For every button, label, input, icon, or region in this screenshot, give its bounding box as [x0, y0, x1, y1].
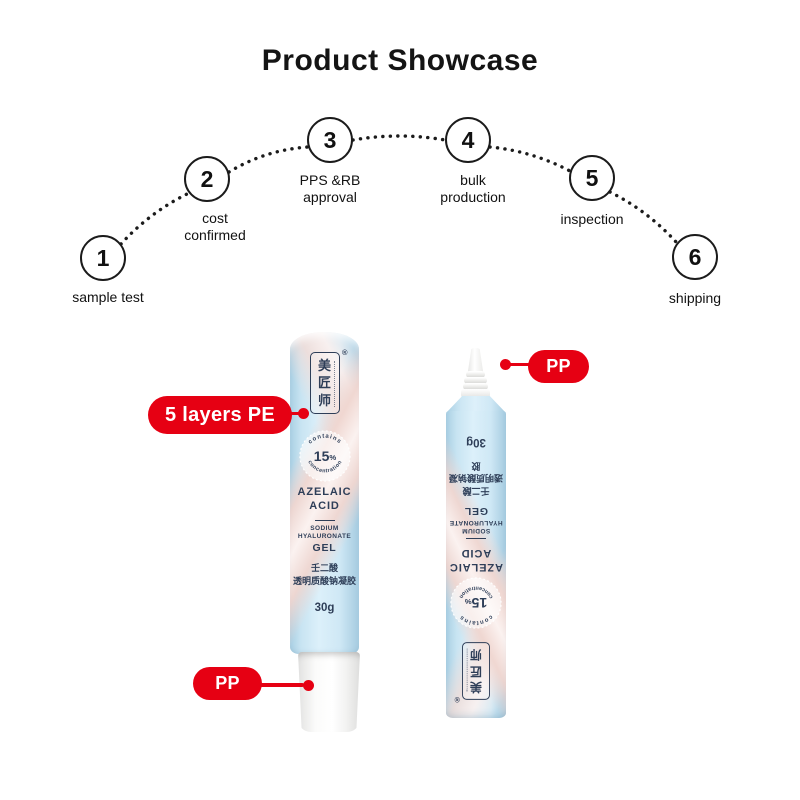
- tube-cap: [298, 652, 360, 732]
- net-weight: 30g: [314, 601, 335, 614]
- label-divider: [314, 519, 335, 522]
- flow-step-circle-6: 6: [672, 234, 718, 280]
- tube-front-artwork: ® 美 匠 师 contains concentration: [290, 332, 359, 654]
- step-number: 2: [200, 165, 214, 192]
- svg-text:15%: 15%: [313, 448, 336, 464]
- product-subtitle: SODIUM HYALURONATE GEL: [297, 525, 352, 555]
- callout-line: [288, 411, 302, 416]
- product-name: AZELAIC ACID: [297, 486, 352, 513]
- callout-line: [506, 362, 530, 367]
- brand-logo: ® 美 匠 师: [455, 642, 490, 704]
- callout-dot: [302, 679, 314, 691]
- flow-step-circle-5: 5: [569, 155, 615, 201]
- product-subtitle: SODIUM HYALURONATE GEL: [449, 504, 503, 534]
- flow-step-label-1: sample test: [72, 289, 144, 305]
- step-number: 5: [585, 164, 599, 191]
- flow-step-circle-3: 3: [307, 117, 353, 163]
- brand-logo-microtext: [333, 361, 335, 407]
- concentration-badge-icon: contains concentration 15%: [450, 577, 502, 629]
- callout-line: [260, 683, 304, 687]
- tube-back-body: ® 美 匠 师 contains: [446, 411, 506, 718]
- step-number: 4: [461, 126, 475, 153]
- step-number: 6: [688, 243, 702, 270]
- svg-text:15%: 15%: [465, 595, 488, 611]
- nozzle-thread: [466, 371, 485, 378]
- step-number: 3: [323, 126, 337, 153]
- badge-arc-top-text: contains: [307, 434, 341, 446]
- brand-logo-microtext: [466, 648, 468, 692]
- concentration-badge-icon: contains concentration 15%: [298, 430, 351, 482]
- callout-dot: [297, 407, 309, 419]
- tube-front-body: ® 美 匠 师 contains concentration: [290, 332, 359, 654]
- flow-step-circle-2: 2: [184, 156, 230, 202]
- flow-step-circle-4: 4: [445, 117, 491, 163]
- callout-nozzle-material: PP: [528, 350, 589, 383]
- registered-trademark: ®: [341, 348, 348, 357]
- svg-text:contains: contains: [307, 434, 342, 446]
- nozzle-thread: [463, 383, 488, 390]
- brand-logo: ® 美 匠 师: [309, 348, 348, 414]
- tube-back-flipped-artwork: ® 美 匠 师 contains: [446, 411, 506, 718]
- badge-arc-top-text: contains: [458, 613, 493, 625]
- brand-logo-characters: 美 匠 师: [469, 647, 483, 695]
- product-name-chinese: 壬二酸 透明质酸钠凝胶: [449, 461, 504, 496]
- nozzle-thread: [464, 377, 487, 384]
- flow-step-label-5: inspection: [560, 211, 624, 227]
- nozzle-collar: [461, 389, 490, 398]
- callout-dot: [499, 358, 511, 370]
- brand-logo-characters: 美 匠 师: [317, 357, 331, 408]
- step-number: 1: [96, 244, 110, 271]
- callout-body-material: 5 layers PE: [148, 396, 292, 434]
- nozzle-tip: [467, 348, 484, 373]
- product-name-chinese: 壬二酸 透明质酸钠凝胶: [292, 563, 356, 586]
- flow-step-circle-1: 1: [80, 235, 126, 281]
- page-title: Product Showcase: [261, 44, 539, 77]
- tube-back-shoulder: [446, 396, 506, 413]
- flow-step-label-6: shipping: [668, 290, 722, 306]
- svg-text:contains: contains: [458, 613, 493, 625]
- net-weight: 30g: [466, 436, 486, 449]
- product-name: AZELAIC ACID: [449, 546, 503, 573]
- callout-cap-material: PP: [193, 667, 262, 700]
- registered-trademark: ®: [454, 695, 460, 704]
- label-divider: [466, 537, 486, 540]
